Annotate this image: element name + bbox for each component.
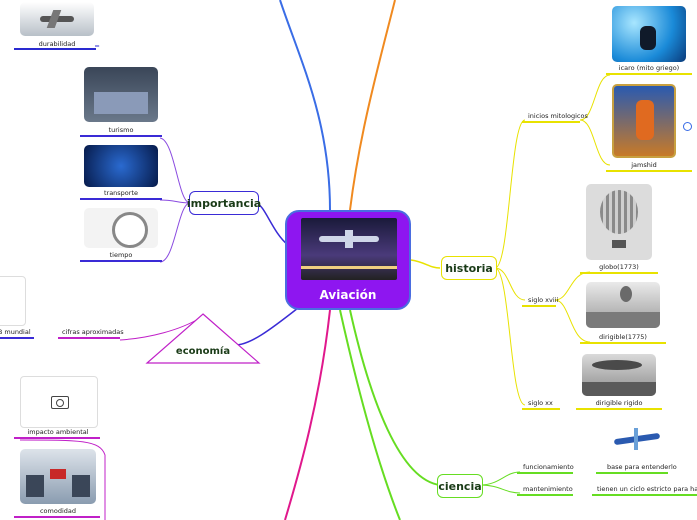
durabilidad-underline (14, 48, 96, 50)
jamshid-image (612, 84, 676, 158)
central-title: Aviación (287, 288, 409, 302)
durabilidad-label: durabilidad (20, 40, 94, 48)
central-image (301, 218, 397, 280)
siglo-xx-underline (522, 408, 560, 410)
icaro-label: icaro (mito griego) (612, 64, 686, 72)
transporte-underline (80, 198, 162, 200)
mantenimiento-underline (517, 494, 573, 496)
globo-underline (580, 272, 658, 274)
icaro-underline (606, 73, 692, 75)
impacto-card (20, 376, 98, 428)
tiempo-underline (80, 260, 162, 262)
pib-label: PIB mundial (0, 328, 31, 336)
jamshid-label: jamshid (612, 161, 676, 169)
globo-image (586, 184, 652, 260)
ciclo-underline (592, 494, 697, 496)
camera-icon (51, 396, 69, 409)
dirigible-rigido-underline (576, 408, 662, 410)
turismo-image (84, 67, 158, 122)
diagrama-avion-image (600, 424, 672, 456)
base-underline (596, 472, 668, 474)
tiempo-image (84, 208, 158, 248)
inicios-underline (522, 121, 580, 123)
siglo-xviii-label: siglo xviii (528, 296, 558, 304)
impacto-label: impacto ambiental (20, 428, 96, 436)
importancia-node[interactable]: importancia (189, 191, 259, 215)
historia-node[interactable]: historia (441, 256, 497, 280)
funcionamiento-underline (517, 472, 573, 474)
left-partial-card (0, 276, 26, 326)
central-node[interactable]: Aviación (285, 210, 411, 310)
inicios-label: inicios mitologicos (528, 112, 588, 120)
comodidad-label: comodidad (20, 507, 96, 515)
dirigible-image (586, 282, 660, 328)
dirigible-rigido-image (582, 354, 656, 396)
economia-node-shape[interactable] (145, 313, 261, 365)
mantenimiento-label: mantenimiento (523, 485, 573, 493)
jamshid-underline (606, 170, 692, 172)
cifras-underline (58, 337, 120, 339)
cifras-label: cifras aproximadas (62, 328, 124, 336)
impacto-underline (14, 437, 100, 439)
siglo-xviii-underline (522, 305, 556, 307)
globo-label: globo(1773) (586, 263, 652, 271)
turismo-label: turismo (84, 126, 158, 134)
pib-underline (0, 337, 34, 339)
dirigible-rigido-label: dirigible rigido (582, 399, 656, 407)
siglo-xx-label: siglo xx (528, 399, 553, 407)
transporte-label: transporte (84, 189, 158, 197)
comodidad-underline (14, 516, 100, 518)
icaro-image (612, 6, 686, 62)
base-label: base para entenderlo (607, 463, 677, 471)
dirigible-label: dirigible(1775) (586, 333, 660, 341)
dirigible-underline (580, 342, 666, 344)
funcionamiento-label: funcionamiento (523, 463, 574, 471)
economia-node-label: economía (150, 346, 256, 357)
comodidad-image (20, 449, 96, 504)
ciclo-label: tienen un ciclo estricto para hacerlo (597, 485, 697, 493)
durabilidad-image (20, 2, 94, 36)
link-icon[interactable] (683, 122, 692, 131)
tiempo-label: tiempo (84, 251, 158, 259)
turismo-underline (80, 135, 162, 137)
transporte-image (84, 145, 158, 187)
ciencia-node[interactable]: ciencia (437, 474, 483, 498)
